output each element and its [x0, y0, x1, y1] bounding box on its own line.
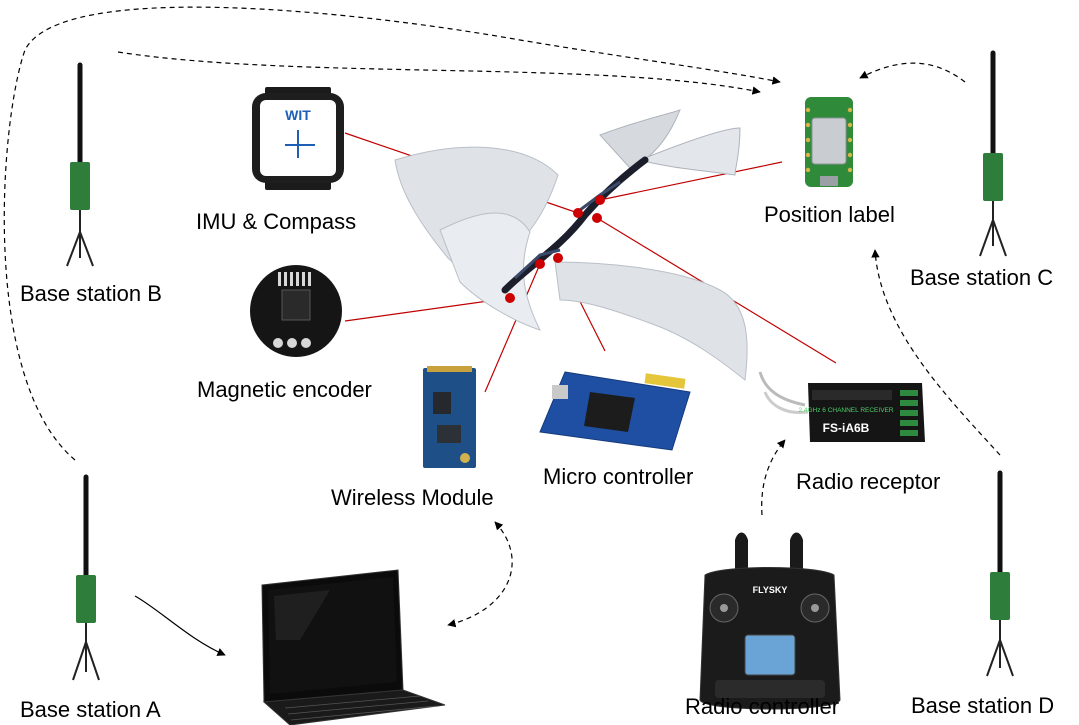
label-radio-receptor: Radio receptor — [796, 469, 941, 494]
base-station-a-device — [72, 474, 100, 681]
arrow-base-b-to-position-label — [117, 51, 761, 95]
imu-brand-text: WIT — [285, 107, 311, 123]
leader-wireless — [484, 263, 541, 393]
imu-compass-module: WIT — [252, 87, 344, 190]
label-wireless-module: Wireless Module — [331, 485, 494, 510]
label-position-label: Position label — [764, 202, 895, 227]
label-imu-compass: IMU & Compass — [196, 209, 357, 234]
magnetic-encoder-module — [250, 265, 342, 357]
wireless-module — [423, 366, 476, 468]
joint-dot — [535, 259, 545, 269]
controller-brand-text: FLYSKY — [753, 585, 788, 595]
arrow-base-c-to-position-label — [859, 62, 966, 83]
label-base-station-c: Base station C — [910, 265, 1054, 290]
radio-controller: FLYSKY — [699, 532, 841, 710]
micro-controller-board — [539, 371, 691, 451]
flapping-wing-robot — [394, 109, 748, 381]
base-station-c-device — [979, 50, 1007, 257]
robot-spine — [501, 156, 649, 294]
tail-fin-lower — [638, 127, 741, 176]
arrow-base-a-to-position-label — [3, 6, 781, 461]
arrow-base-a-to-laptop — [134, 595, 226, 656]
arrow-wireless-laptop-link — [447, 521, 513, 628]
right-wing — [554, 261, 748, 381]
arrow-base-d-to-position-label — [871, 249, 1001, 456]
label-base-station-b: Base station B — [20, 281, 162, 306]
label-base-station-d: Base station D — [911, 693, 1055, 718]
communication-arrows — [3, 6, 1001, 656]
joint-dot — [573, 208, 583, 218]
radio-receptor-module: 2.4GHz 6 CHANNEL RECEIVER FS-iA6B — [758, 371, 925, 442]
label-micro-controller: Micro controller — [543, 464, 694, 489]
joint-dot — [592, 213, 602, 223]
receiver-model-text: FS-iA6B — [823, 421, 870, 435]
joint-dot — [553, 253, 563, 263]
base-station-d-device — [986, 470, 1014, 677]
base-station-b-device — [66, 62, 94, 267]
position-label-module — [805, 97, 853, 187]
label-radio-controller: Radio controller — [685, 694, 840, 719]
label-base-station-a: Base station A — [20, 697, 161, 722]
leader-position-label — [599, 161, 783, 201]
laptop — [261, 569, 446, 725]
leader-encoder — [344, 297, 511, 322]
receiver-frequency-text: 2.4GHz 6 CHANNEL RECEIVER — [798, 407, 893, 414]
joint-dot — [595, 195, 605, 205]
joint-dot — [505, 293, 515, 303]
label-magnetic-encoder: Magnetic encoder — [197, 377, 372, 402]
arrow-radio-controller-to-receptor — [761, 439, 786, 516]
